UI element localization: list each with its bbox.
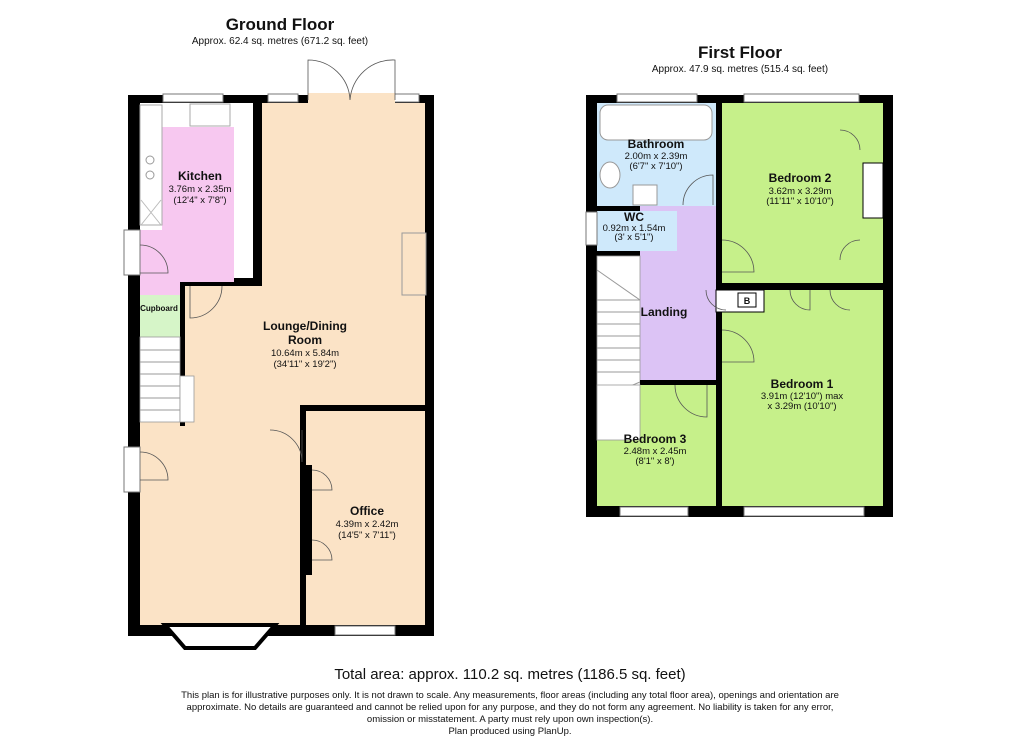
door-swing — [721, 329, 755, 363]
room-label: Bedroom 1 — [771, 377, 834, 391]
kitchen-wall — [253, 103, 262, 286]
room-label: Landing — [641, 305, 688, 319]
hob-icon — [145, 155, 155, 165]
window — [743, 93, 860, 103]
window — [616, 93, 698, 103]
staircase — [139, 336, 195, 423]
bedroom-1 — [722, 290, 883, 506]
wc-fill — [597, 211, 677, 251]
room-dims: (11'11" x 10'10") — [766, 196, 834, 207]
room-dims: x 3.29m (10'10") — [767, 401, 836, 412]
room-dims: (14'5" x 7'11") — [338, 530, 396, 541]
room-label: Bathroom — [628, 137, 685, 151]
total-area: Total area: approx. 110.2 sq. metres (11… — [334, 666, 686, 683]
front-door — [123, 446, 141, 493]
appliance-icon — [140, 199, 162, 226]
boiler-label: B — [744, 296, 751, 306]
room-label: Room — [288, 333, 322, 347]
window — [743, 506, 865, 517]
cupboard — [140, 295, 180, 337]
bedroom-2 — [722, 103, 883, 283]
door-swing — [139, 244, 169, 274]
room-label: WC — [624, 210, 644, 224]
room-label: Bedroom 3 — [624, 432, 687, 446]
room-dims: 2.00m x 2.39m — [625, 151, 688, 162]
basin — [632, 184, 658, 206]
room-label: Cupboard — [140, 304, 178, 313]
room-dims: 3.91m (12'10") max — [761, 391, 844, 402]
wall — [640, 380, 716, 385]
ground-floor-area: Approx. 62.4 sq. metres (671.2 sq. feet) — [192, 36, 368, 47]
boiler-b-box — [737, 292, 757, 308]
door-swing — [705, 289, 727, 311]
window — [393, 93, 420, 103]
room-dims: 2.48m x 2.45m — [624, 446, 687, 457]
cupboard-door-swing — [311, 469, 333, 561]
room-dims: (3' x 5'1") — [614, 232, 653, 243]
side-door — [123, 229, 141, 276]
door-swing — [269, 429, 303, 463]
window — [162, 93, 224, 103]
wardrobe-door-swing — [839, 129, 861, 261]
door-swing — [189, 285, 223, 319]
french-door-swing — [307, 59, 396, 101]
hob-icon — [145, 170, 155, 180]
ground-floor: Kitchen 3.76m x 2.35m (12'4" x 7'8") Lou… — [123, 59, 434, 650]
room-dims: 3.76m x 2.35m — [169, 184, 232, 195]
cupboard — [862, 162, 884, 219]
toilet — [599, 161, 621, 189]
fireplace — [401, 232, 427, 296]
room-dims: (8'1" x 8') — [635, 456, 674, 467]
kitchen-lobby — [140, 230, 180, 295]
door-swing — [682, 174, 714, 206]
sink — [189, 103, 231, 127]
room-dims: (6'7" x 7'10") — [629, 161, 682, 172]
room-dims: (12'4" x 7'8") — [173, 195, 226, 206]
stair-wall — [180, 286, 185, 426]
disclaimer: This plan is for illustrative purposes o… — [181, 690, 839, 725]
first-floor: B Bathroom 2.00m x 2.39m (6'7" x 7'10") … — [585, 93, 893, 517]
room-label: Kitchen — [178, 169, 222, 183]
disclaimer-block: This plan is for illustrative purposes o… — [0, 690, 1020, 738]
kitchen-worktop — [139, 104, 163, 226]
door-swing — [139, 451, 169, 481]
room-dims: 10.64m x 5.84m — [271, 348, 339, 359]
wall — [716, 283, 893, 290]
landing-top — [677, 206, 716, 218]
window — [267, 93, 299, 103]
first-floor-title: First Floor — [698, 43, 782, 62]
office-wall — [302, 405, 425, 411]
bath — [599, 104, 713, 141]
room-dims: 0.92m x 1.54m — [603, 223, 666, 234]
first-floor-area: Approx. 47.9 sq. metres (515.4 sq. feet) — [652, 64, 828, 75]
stair-winder — [596, 384, 641, 441]
room-dims: 4.39m x 2.42m — [336, 519, 399, 530]
window — [334, 625, 396, 636]
office-cupboard-wall — [303, 465, 312, 575]
credit: Plan produced using PlanUp. — [448, 726, 572, 737]
door-swing — [721, 239, 755, 273]
room-dims: 3.62m x 3.29m — [769, 186, 832, 197]
french-doors — [308, 93, 395, 103]
office — [306, 411, 425, 625]
room-label: Office — [350, 504, 384, 518]
window — [585, 211, 598, 246]
room-dims: (34'11" x 19'2") — [273, 359, 336, 370]
bay-window — [160, 623, 280, 650]
wall — [597, 251, 677, 256]
door-swing — [674, 384, 708, 418]
wardrobe-door-swing — [789, 289, 851, 311]
room-label: Bedroom 2 — [769, 171, 832, 185]
window — [619, 506, 689, 517]
ground-floor-title: Ground Floor — [226, 15, 335, 34]
room-label: Lounge/Dining — [263, 319, 347, 333]
wall — [597, 206, 677, 211]
